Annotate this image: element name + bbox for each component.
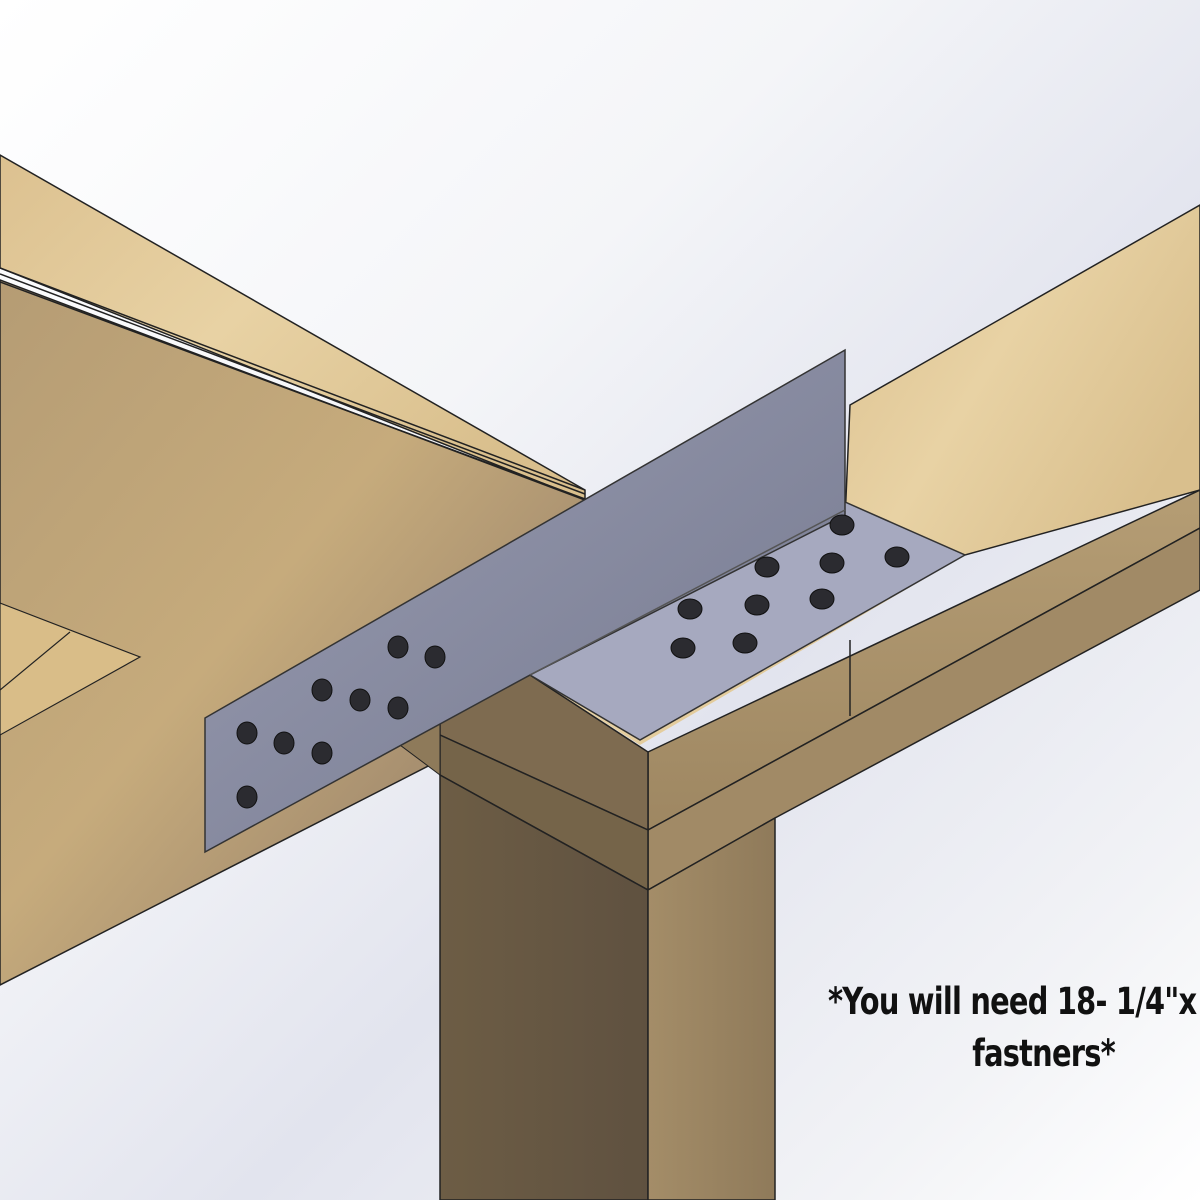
fastener — [236, 785, 258, 809]
fastener — [349, 688, 371, 712]
fastener — [829, 514, 855, 536]
fastener — [311, 678, 333, 702]
fastener — [754, 556, 780, 578]
fastener — [387, 635, 409, 659]
fastener — [884, 546, 910, 568]
fastener — [819, 552, 845, 574]
fastener-note: *You will need 18- 1/4"x fastners* — [828, 976, 1197, 1080]
note-line-2: fastners* — [972, 1032, 1115, 1075]
fastener — [311, 741, 333, 765]
bracket-vertical-leg — [204, 348, 846, 854]
post — [439, 773, 776, 1200]
fastener — [732, 632, 758, 654]
fastener — [424, 645, 446, 669]
fastener — [809, 588, 835, 610]
fasteners — [236, 514, 910, 809]
left-joist — [0, 154, 587, 986]
fastener — [236, 721, 258, 745]
fastener — [273, 731, 295, 755]
note-line-1: *You will need 18- 1/4"x — [828, 980, 1197, 1023]
fastener — [677, 598, 703, 620]
fastener — [670, 637, 696, 659]
fastener — [744, 594, 770, 616]
fastener — [387, 696, 409, 720]
beam-end — [399, 674, 649, 892]
